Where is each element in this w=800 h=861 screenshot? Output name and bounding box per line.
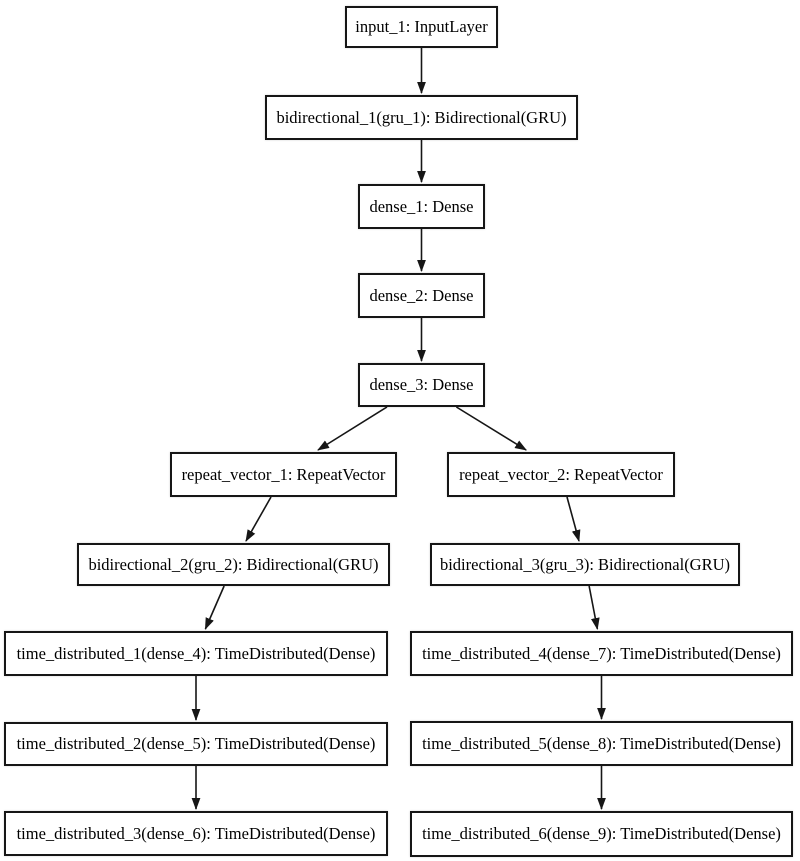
edge-dense_3-to-repeat_vector_2 [455,406,527,451]
edge-repeat_vector_2-to-bidirectional_3 [566,496,581,542]
node-repeat_vector_1: repeat_vector_1: RepeatVector [170,452,397,497]
node-time_distributed_5: time_distributed_5(dense_8): TimeDistrib… [410,721,793,766]
edge-dense_3-to-repeat_vector_1 [317,406,388,451]
node-time_distributed_2: time_distributed_2(dense_5): TimeDistrib… [4,722,388,766]
node-repeat_vector_2: repeat_vector_2: RepeatVector [447,452,675,497]
edge-repeat_vector_1-to-bidirectional_2 [245,496,272,542]
node-dense_2: dense_2: Dense [358,273,485,318]
edges-group [191,48,606,810]
edge-bidirectional_3-to-time_distributed_4 [588,585,600,630]
node-bidirectional_3: bidirectional_3(gru_3): Bidirectional(GR… [430,543,740,586]
node-bidirectional_1: bidirectional_1(gru_1): Bidirectional(GR… [265,95,578,140]
edge-bidirectional_2-to-time_distributed_1 [204,585,225,630]
node-time_distributed_4: time_distributed_4(dense_7): TimeDistrib… [410,631,793,676]
node-dense_3: dense_3: Dense [358,363,485,407]
node-dense_1: dense_1: Dense [358,184,485,229]
node-time_distributed_6: time_distributed_6(dense_9): TimeDistrib… [410,811,793,857]
node-bidirectional_2: bidirectional_2(gru_2): Bidirectional(GR… [77,543,390,586]
node-time_distributed_3: time_distributed_3(dense_6): TimeDistrib… [4,811,388,856]
node-time_distributed_1: time_distributed_1(dense_4): TimeDistrib… [4,631,388,676]
node-input_1: input_1: InputLayer [345,6,498,48]
